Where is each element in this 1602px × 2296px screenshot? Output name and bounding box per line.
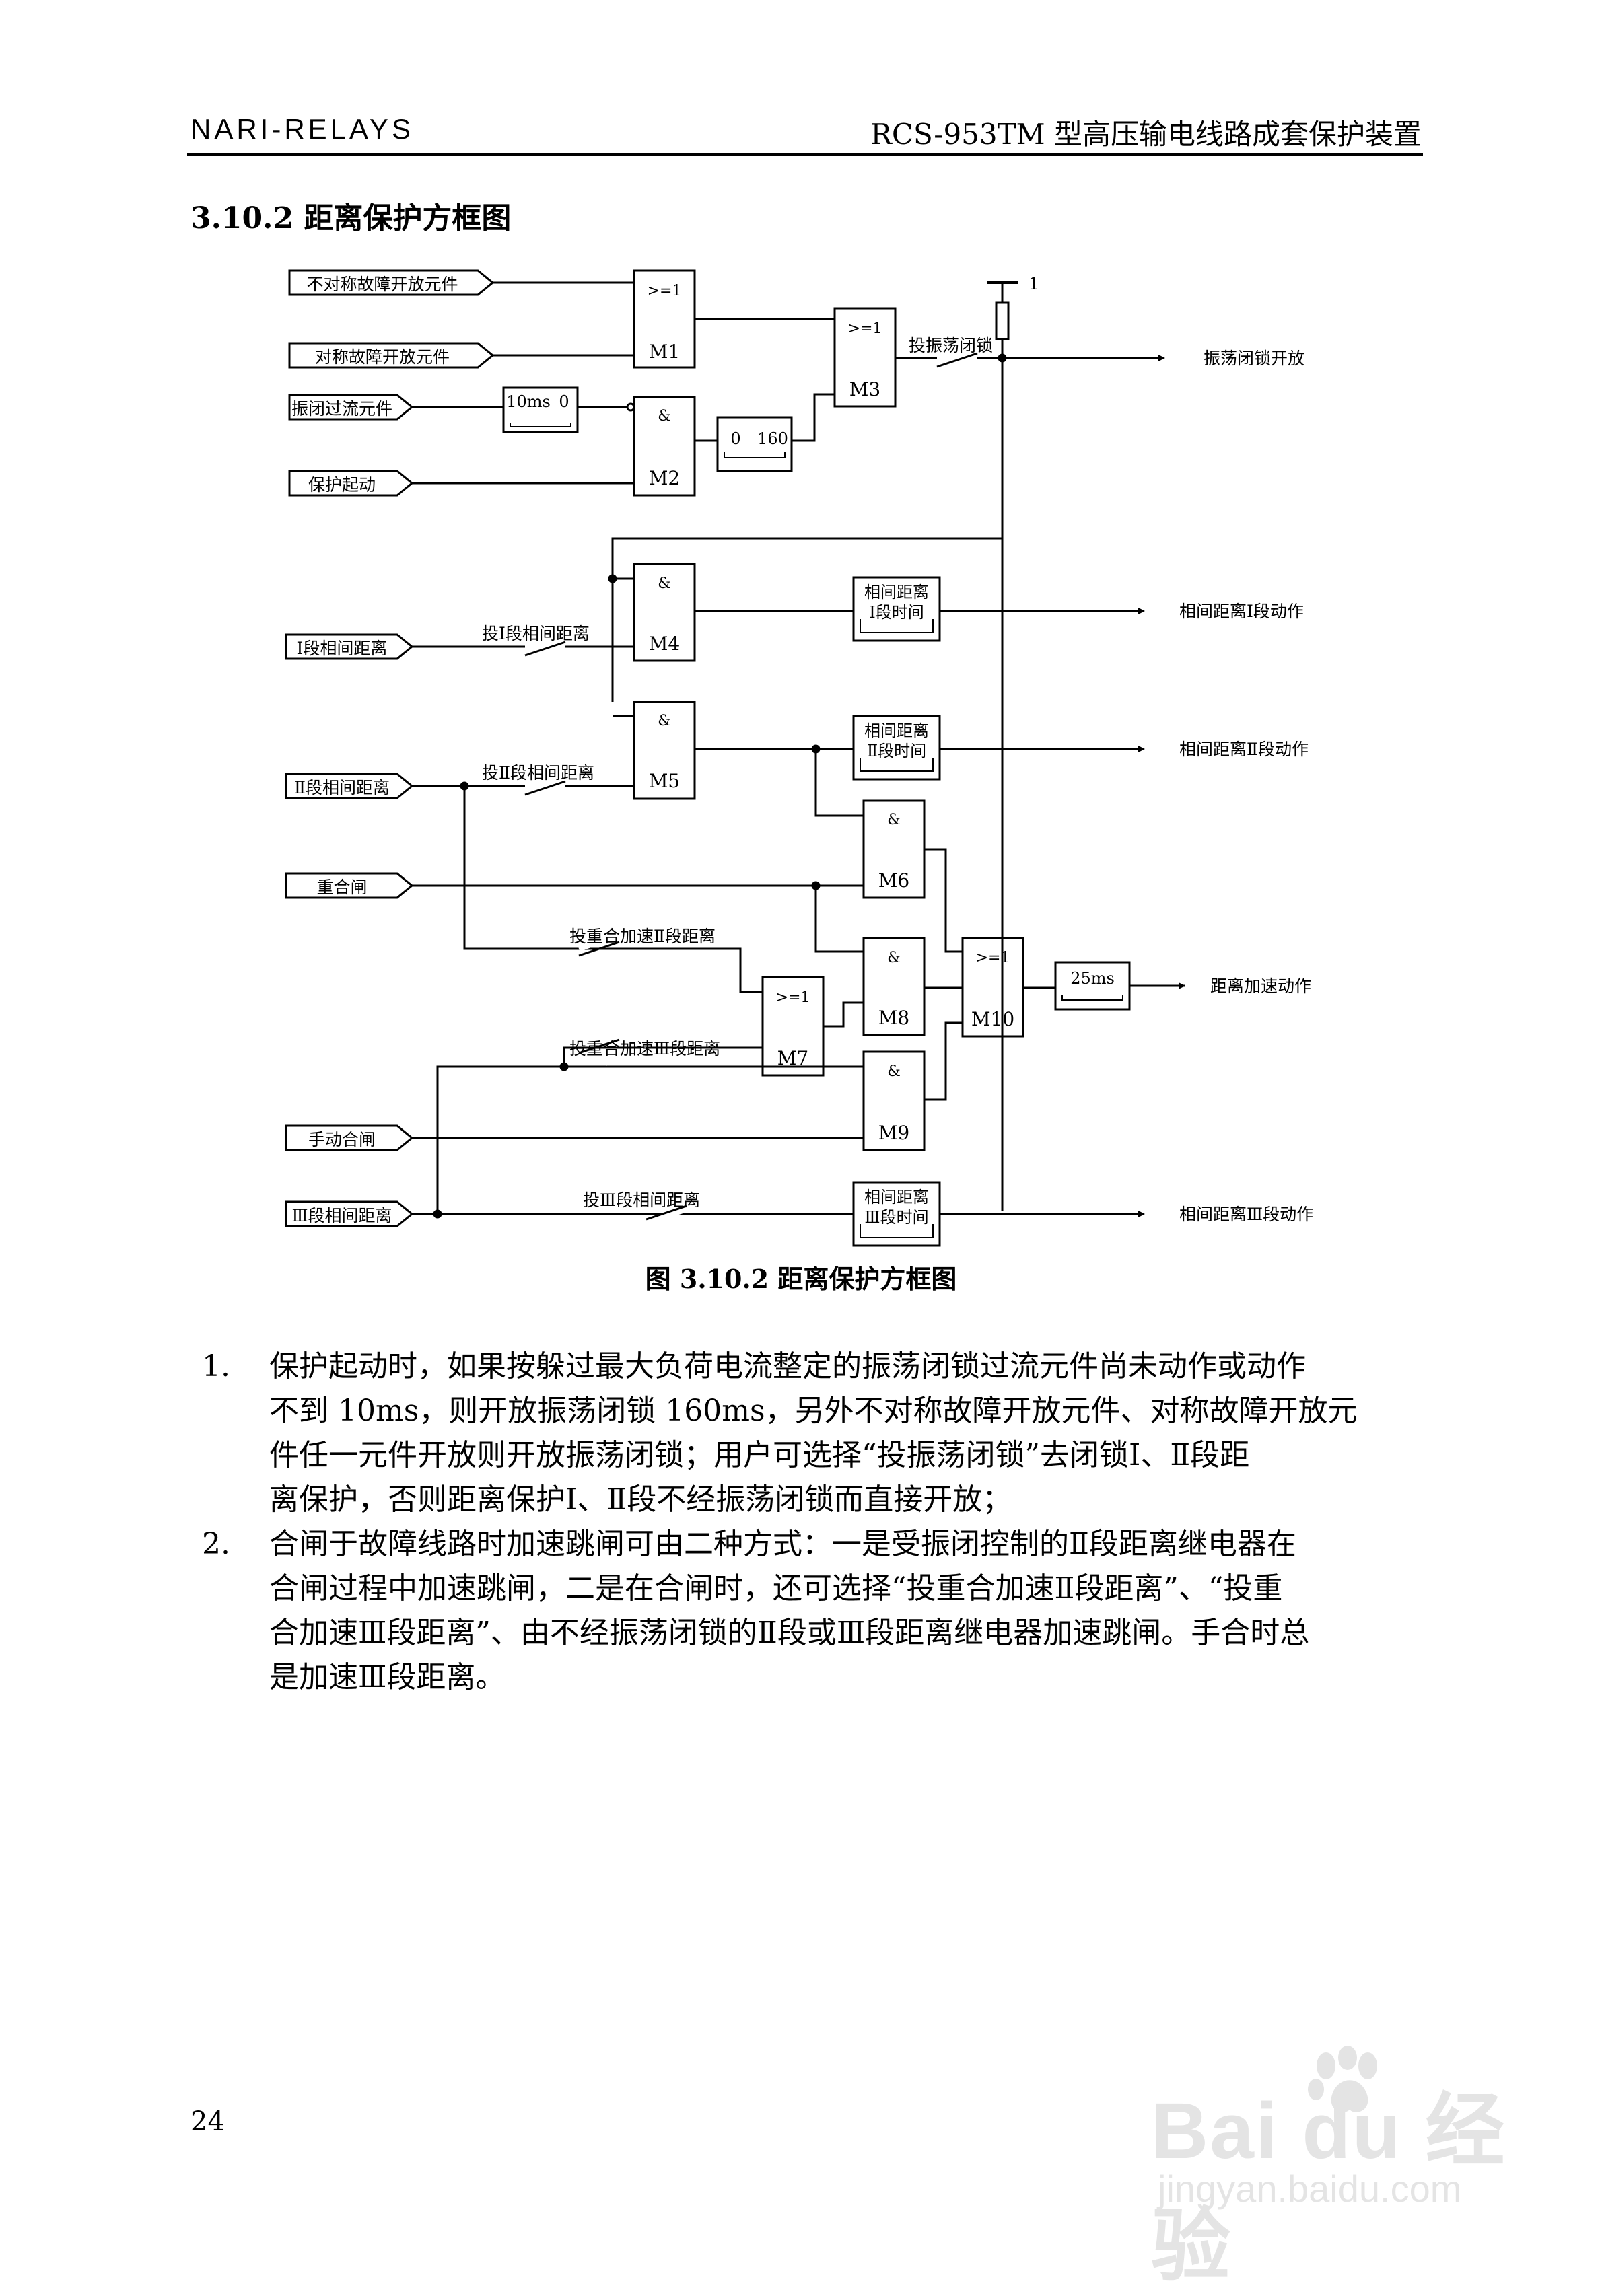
- input-z3: Ⅲ段相间距离: [285, 1200, 414, 1227]
- input-osc-oc-label: 振闭过流元件: [291, 399, 392, 419]
- svg-text:Ⅰ段时间: Ⅰ段时间: [869, 603, 924, 622]
- switch-acc-z3-label: 投重合加速Ⅲ段距离: [569, 1039, 720, 1059]
- header-rule: [187, 153, 1423, 156]
- output-z3-trip: 相间距离Ⅲ段动作: [1179, 1205, 1313, 1224]
- input-reclose: 重合闸: [285, 872, 414, 899]
- input-z1: Ⅰ段相间距离: [285, 633, 414, 660]
- input-asym-label: 不对称故障开放元件: [306, 275, 458, 294]
- svg-text:>=1: >=1: [776, 989, 810, 1006]
- output-acc-trip: 距离加速动作: [1210, 976, 1311, 996]
- output-z2-trip: 相间距离Ⅱ段动作: [1179, 740, 1309, 759]
- gate-m1: >=1 M1: [633, 269, 696, 369]
- gate-m10-label: M10: [971, 1008, 1014, 1030]
- page-number: 24: [190, 2106, 225, 2137]
- delay-z1: 相间距离 Ⅰ段时间: [852, 576, 941, 642]
- header-right: RCS-953TM 型高压输电线路成套保护装置: [870, 118, 1422, 151]
- svg-text:&: &: [658, 713, 671, 729]
- input-sym-label: 对称故障开放元件: [315, 347, 450, 367]
- gate-m7: >=1 M7: [761, 976, 825, 1077]
- svg-text:Ⅱ段时间: Ⅱ段时间: [867, 742, 926, 760]
- list-item-text: 合闸于故障线路时加速跳闸可由二种方式：一是受振闭控制的Ⅱ段距离继电器在 合闸过程…: [269, 1527, 1310, 1694]
- paw-logo-icon: [1308, 2046, 1377, 2112]
- input-asym: 不对称故障开放元件: [288, 269, 495, 296]
- figure-caption: 图 3.10.2 距离保护方框图: [645, 1264, 957, 1294]
- svg-text:&: &: [658, 408, 671, 425]
- svg-text:10ms: 10ms: [506, 392, 551, 411]
- supply-label: 1: [1029, 274, 1039, 293]
- watermark-site: jingyan.baidu.com: [1158, 2167, 1462, 2210]
- svg-text:&: &: [887, 1063, 901, 1080]
- timer-10ms: 10ms 0: [502, 386, 579, 433]
- svg-text:0: 0: [730, 429, 740, 448]
- input-prot-start-label: 保护起动: [308, 475, 376, 495]
- svg-text:相间距离: 相间距离: [864, 721, 929, 740]
- distance-protection-block-diagram: 不对称故障开放元件 对称故障开放元件 振闭过流元件 保护起动 Ⅰ段相间距离 Ⅱ段…: [285, 269, 1313, 1247]
- svg-text:&: &: [887, 812, 901, 828]
- input-z1-label: Ⅰ段相间距离: [297, 639, 388, 658]
- delay-z3: 相间距离 Ⅲ段时间: [852, 1181, 941, 1247]
- svg-text:>=1: >=1: [648, 283, 682, 299]
- input-osc-oc: 振闭过流元件: [288, 394, 414, 421]
- svg-text:0: 0: [559, 392, 569, 411]
- gate-m8-label: M8: [878, 1007, 909, 1029]
- input-z2-label: Ⅱ段相间距离: [294, 778, 390, 797]
- input-prot-start: 保护起动: [288, 470, 414, 497]
- delay-z2: 相间距离 Ⅱ段时间: [852, 715, 941, 781]
- gate-m5-label: M5: [649, 770, 680, 792]
- gate-m9: & M9: [862, 1050, 926, 1151]
- switch-acc-z2-label: 投重合加速Ⅱ段距离: [569, 927, 716, 946]
- switch-osc-block-label: 投振荡闭锁: [909, 336, 993, 355]
- switch-z2-label: 投Ⅱ段相间距离: [482, 763, 594, 783]
- list-item-text: 保护起动时，如果按躲过最大负荷电流整定的振荡闭锁过流元件尚未动作或动作 不到 1…: [269, 1349, 1358, 1517]
- svg-text:&: &: [887, 949, 901, 966]
- output-osc-open: 振荡闭锁开放: [1204, 349, 1304, 368]
- list-item-number: 2.: [202, 1527, 230, 1561]
- input-reclose-label: 重合闸: [316, 877, 367, 897]
- watermark: Bai du 经验 jingyan.baidu.com: [1144, 2046, 1521, 2291]
- timer-25ms: 25ms: [1054, 961, 1131, 1011]
- timer-160ms: 0 160: [716, 416, 793, 472]
- input-z3-label: Ⅲ段相间距离: [291, 1206, 392, 1225]
- gate-m4: & M4: [633, 563, 696, 662]
- input-manual: 手动合闸: [285, 1124, 414, 1151]
- input-manual-label: 手动合闸: [308, 1130, 376, 1149]
- gate-m6: & M6: [862, 799, 926, 899]
- gate-m4-label: M4: [649, 633, 680, 655]
- gate-m5: & M5: [633, 701, 696, 800]
- svg-text:Ⅲ段时间: Ⅲ段时间: [864, 1208, 928, 1227]
- gate-m8: & M8: [862, 937, 926, 1036]
- gate-m9-label: M9: [878, 1122, 909, 1144]
- gate-m1-label: M1: [649, 340, 680, 363]
- gate-m2: & M2: [633, 396, 696, 497]
- output-z1-trip: 相间距离Ⅰ段动作: [1179, 602, 1304, 621]
- svg-text:>=1: >=1: [848, 320, 882, 337]
- switch-z3-label: 投Ⅲ段相间距离: [583, 1190, 700, 1210]
- input-sym: 对称故障开放元件: [288, 342, 495, 369]
- list-item-number: 1.: [202, 1349, 230, 1384]
- switch-z1-label: 投Ⅰ段相间距离: [482, 624, 590, 643]
- gate-m10: >=1 M10: [961, 937, 1024, 1038]
- section-title: 3.10.2 距离保护方框图: [190, 201, 512, 236]
- svg-text:&: &: [658, 575, 671, 592]
- svg-text:160: 160: [757, 429, 788, 448]
- svg-text:相间距离: 相间距离: [864, 1188, 929, 1207]
- gate-m2-label: M2: [649, 467, 680, 489]
- svg-text:相间距离: 相间距离: [864, 583, 929, 602]
- gate-m3-label: M3: [849, 378, 880, 400]
- gate-m6-label: M6: [878, 869, 909, 892]
- header-left: NARI-RELAYS: [190, 113, 414, 145]
- svg-text:>=1: >=1: [976, 949, 1010, 966]
- input-z2: Ⅱ段相间距离: [285, 773, 414, 799]
- svg-text:25ms: 25ms: [1070, 969, 1115, 988]
- gate-m3: >=1 M3: [833, 307, 897, 408]
